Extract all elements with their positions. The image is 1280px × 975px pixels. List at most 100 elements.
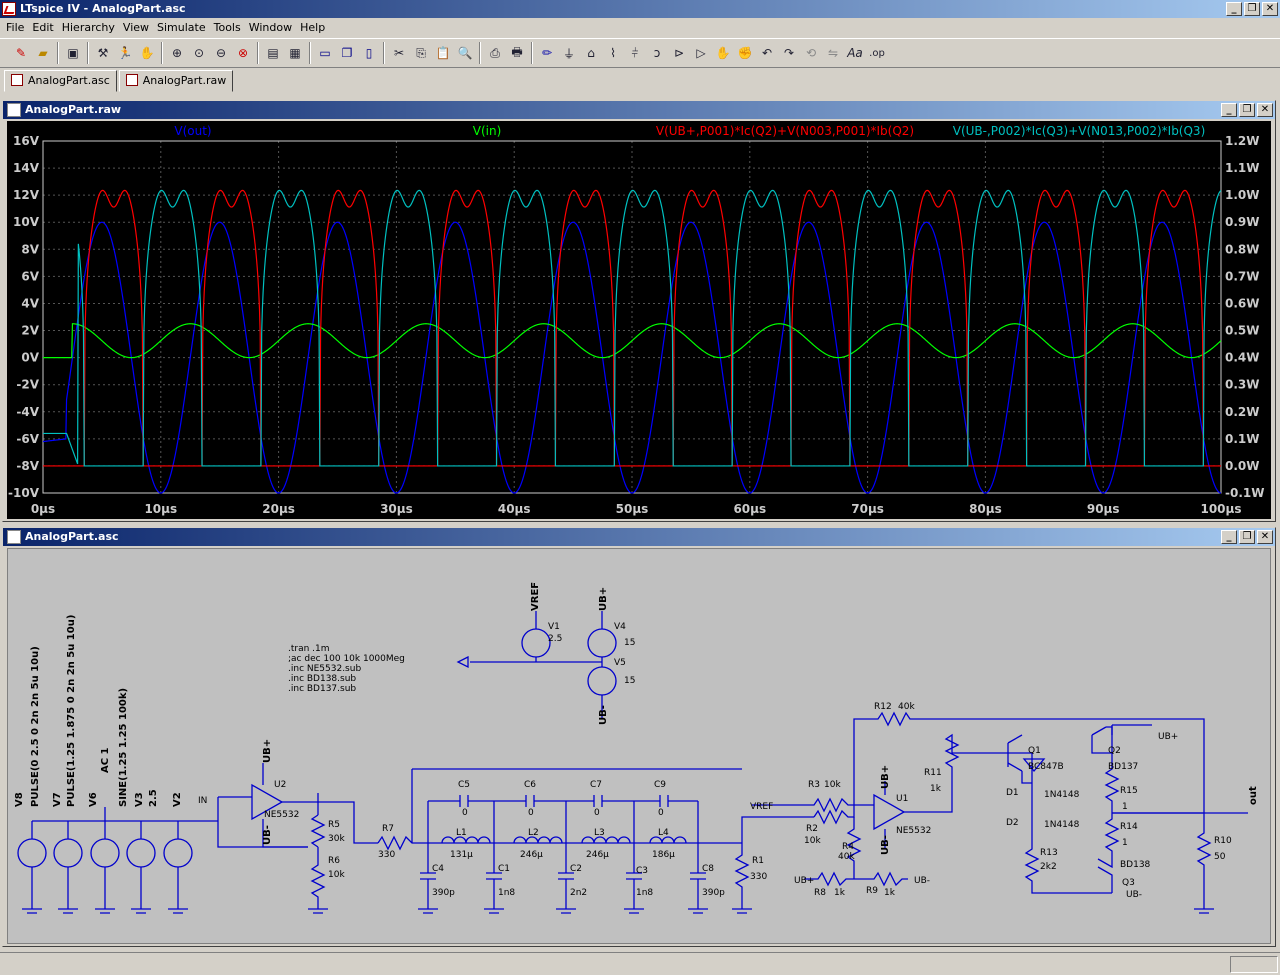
r7-ref: R7 [382,824,394,834]
rotate-icon[interactable]: ⟲ [805,46,817,60]
menu-window[interactable]: Window [248,21,293,34]
close-button[interactable]: ✕ [1262,2,1278,16]
tab-waveform[interactable]: AnalogPart.raw [118,70,234,92]
menu-bar: File Edit Hierarchy View Simulate Tools … [0,18,1280,38]
r15-ref: R15 [1120,786,1138,796]
menu-tools[interactable]: Tools [213,21,241,34]
c1-value: 1n8 [498,888,515,898]
capacitor-icon[interactable]: ⫩ [631,45,639,60]
tile-horizontal-icon[interactable]: ▭ [319,46,331,60]
menu-help[interactable]: Help [300,21,326,34]
undo-icon[interactable]: ↶ [761,46,773,60]
tile-vertical-icon[interactable]: ▯ [365,46,373,60]
restore-button[interactable]: ❐ [1244,2,1260,16]
ground-icon[interactable]: ⏚ [562,46,575,61]
grid-icon[interactable]: ▦ [289,46,301,60]
opamp-u2[interactable] [251,783,284,821]
minimize-button[interactable]: _ [1221,530,1237,544]
print-preview-icon[interactable]: ⎙ [490,45,500,60]
new-schematic-icon[interactable]: ✎ [15,46,27,60]
restore-button[interactable]: ❐ [1239,530,1255,544]
voltage-source-v8[interactable] [17,838,47,868]
paste-icon[interactable]: 📋 [435,46,451,60]
y-left-tick-label: 16V [13,134,40,148]
menu-simulate[interactable]: Simulate [157,21,206,34]
schematic-drawing[interactable]: V8 PULSE(0 2.5 0 2n 2n 5u 10u) V7 PULSE(… [8,549,1271,944]
menu-hierarchy[interactable]: Hierarchy [61,21,115,34]
voltage-source-v3[interactable] [126,838,156,868]
tab-schematic[interactable]: AnalogPart.asc [4,70,117,92]
find-icon[interactable]: 🔍 [457,46,473,60]
net-label-vref-u1: VREF [750,802,773,812]
r2-ref: R2 [806,824,818,834]
close-button[interactable]: ✕ [1257,103,1273,117]
close-button[interactable]: ✕ [1257,530,1273,544]
inductor-icon[interactable]: ↄ [653,46,661,60]
minimize-button[interactable]: _ [1226,2,1242,16]
minimize-button[interactable]: _ [1221,103,1237,117]
mirror-icon[interactable]: ⇋ [827,46,839,60]
menu-edit[interactable]: Edit [32,21,54,34]
run-icon[interactable]: 🏃 [117,46,133,60]
zoom-in-icon[interactable]: ⊕ [171,46,183,60]
voltage-source-v6[interactable] [90,838,120,868]
cascade-icon[interactable]: ❐ [341,46,353,60]
cut-icon[interactable]: ✂ [393,46,405,60]
menu-view[interactable]: View [122,21,150,34]
draw-wire-icon[interactable]: ✏ [541,46,553,60]
r9-value: 1k [884,888,896,898]
source-label-v3: V3 [134,792,145,807]
drag-icon[interactable]: ✊ [737,46,753,60]
x-tick-label: 80µs [969,502,1002,516]
label-icon[interactable]: ⌂ [587,46,595,60]
schematic-canvas[interactable]: V8 PULSE(0 2.5 0 2n 2n 5u 10u) V7 PULSE(… [7,548,1271,944]
zoom-out-icon[interactable]: ⊖ [215,46,227,60]
status-pane [1230,956,1278,973]
directive-inc-ne5532[interactable]: .inc NE5532.sub [288,664,361,674]
component-icon[interactable]: ▷ [696,46,706,60]
y-left-tick-label: 10V [13,215,40,229]
voltage-source-v2[interactable] [163,838,193,868]
pan-icon[interactable]: ⊙ [193,46,205,60]
voltage-source-v5[interactable] [587,666,617,696]
net-label-in: IN [198,796,207,806]
voltage-source-v7[interactable] [53,838,83,868]
open-icon[interactable]: ▰ [38,46,48,60]
x-tick-label: 90µs [1087,502,1120,516]
net-label-ub-plus: UB+ [598,587,609,611]
opamp-u1[interactable] [873,793,906,831]
q3-ref: Q3 [1122,878,1135,888]
directive-inc-bd137[interactable]: .inc BD137.sub [288,684,356,694]
voltage-source-v4[interactable] [587,628,617,658]
autorange-icon[interactable]: ▤ [267,46,279,60]
redo-icon[interactable]: ↷ [783,46,795,60]
legend-entry: V(UB-,P002)*Ic(Q3)+V(N013,P002)*Ib(Q3) [953,124,1206,138]
directive-ac[interactable]: ;ac dec 100 10k 1000Meg [288,654,405,664]
c7-value: 0 [594,808,600,818]
text-icon[interactable]: Aa [847,46,863,60]
waveform-icon [7,103,21,117]
restore-button[interactable]: ❐ [1239,103,1255,117]
ltspice-app-icon[interactable] [2,2,16,16]
v5-value: 15 [624,676,635,686]
u2-model: NE5532 [264,810,299,820]
legend-entry: V(in) [473,124,502,138]
c9-ref: C9 [654,780,666,790]
directive-inc-bd138[interactable]: .inc BD138.sub [288,674,356,684]
resistor-icon[interactable]: ⌇ [610,46,616,60]
copy-icon[interactable]: ⎘ [416,45,426,60]
status-bar [0,952,1280,975]
spice-directive-icon[interactable]: .op [869,47,885,59]
halt-icon[interactable]: ✋ [139,46,155,60]
voltage-source-v1[interactable] [521,628,551,658]
save-icon[interactable]: ▣ [67,46,79,60]
control-panel-icon[interactable]: ⚒ [97,46,109,60]
print-icon[interactable]: 🖶 [511,44,523,59]
directive-tran[interactable]: .tran .1m [288,644,330,654]
menu-file[interactable]: File [6,21,25,34]
zoom-fit-icon[interactable]: ⊗ [237,46,249,60]
diode-icon[interactable]: ⊳ [673,46,685,60]
move-icon[interactable]: ✋ [715,46,731,60]
